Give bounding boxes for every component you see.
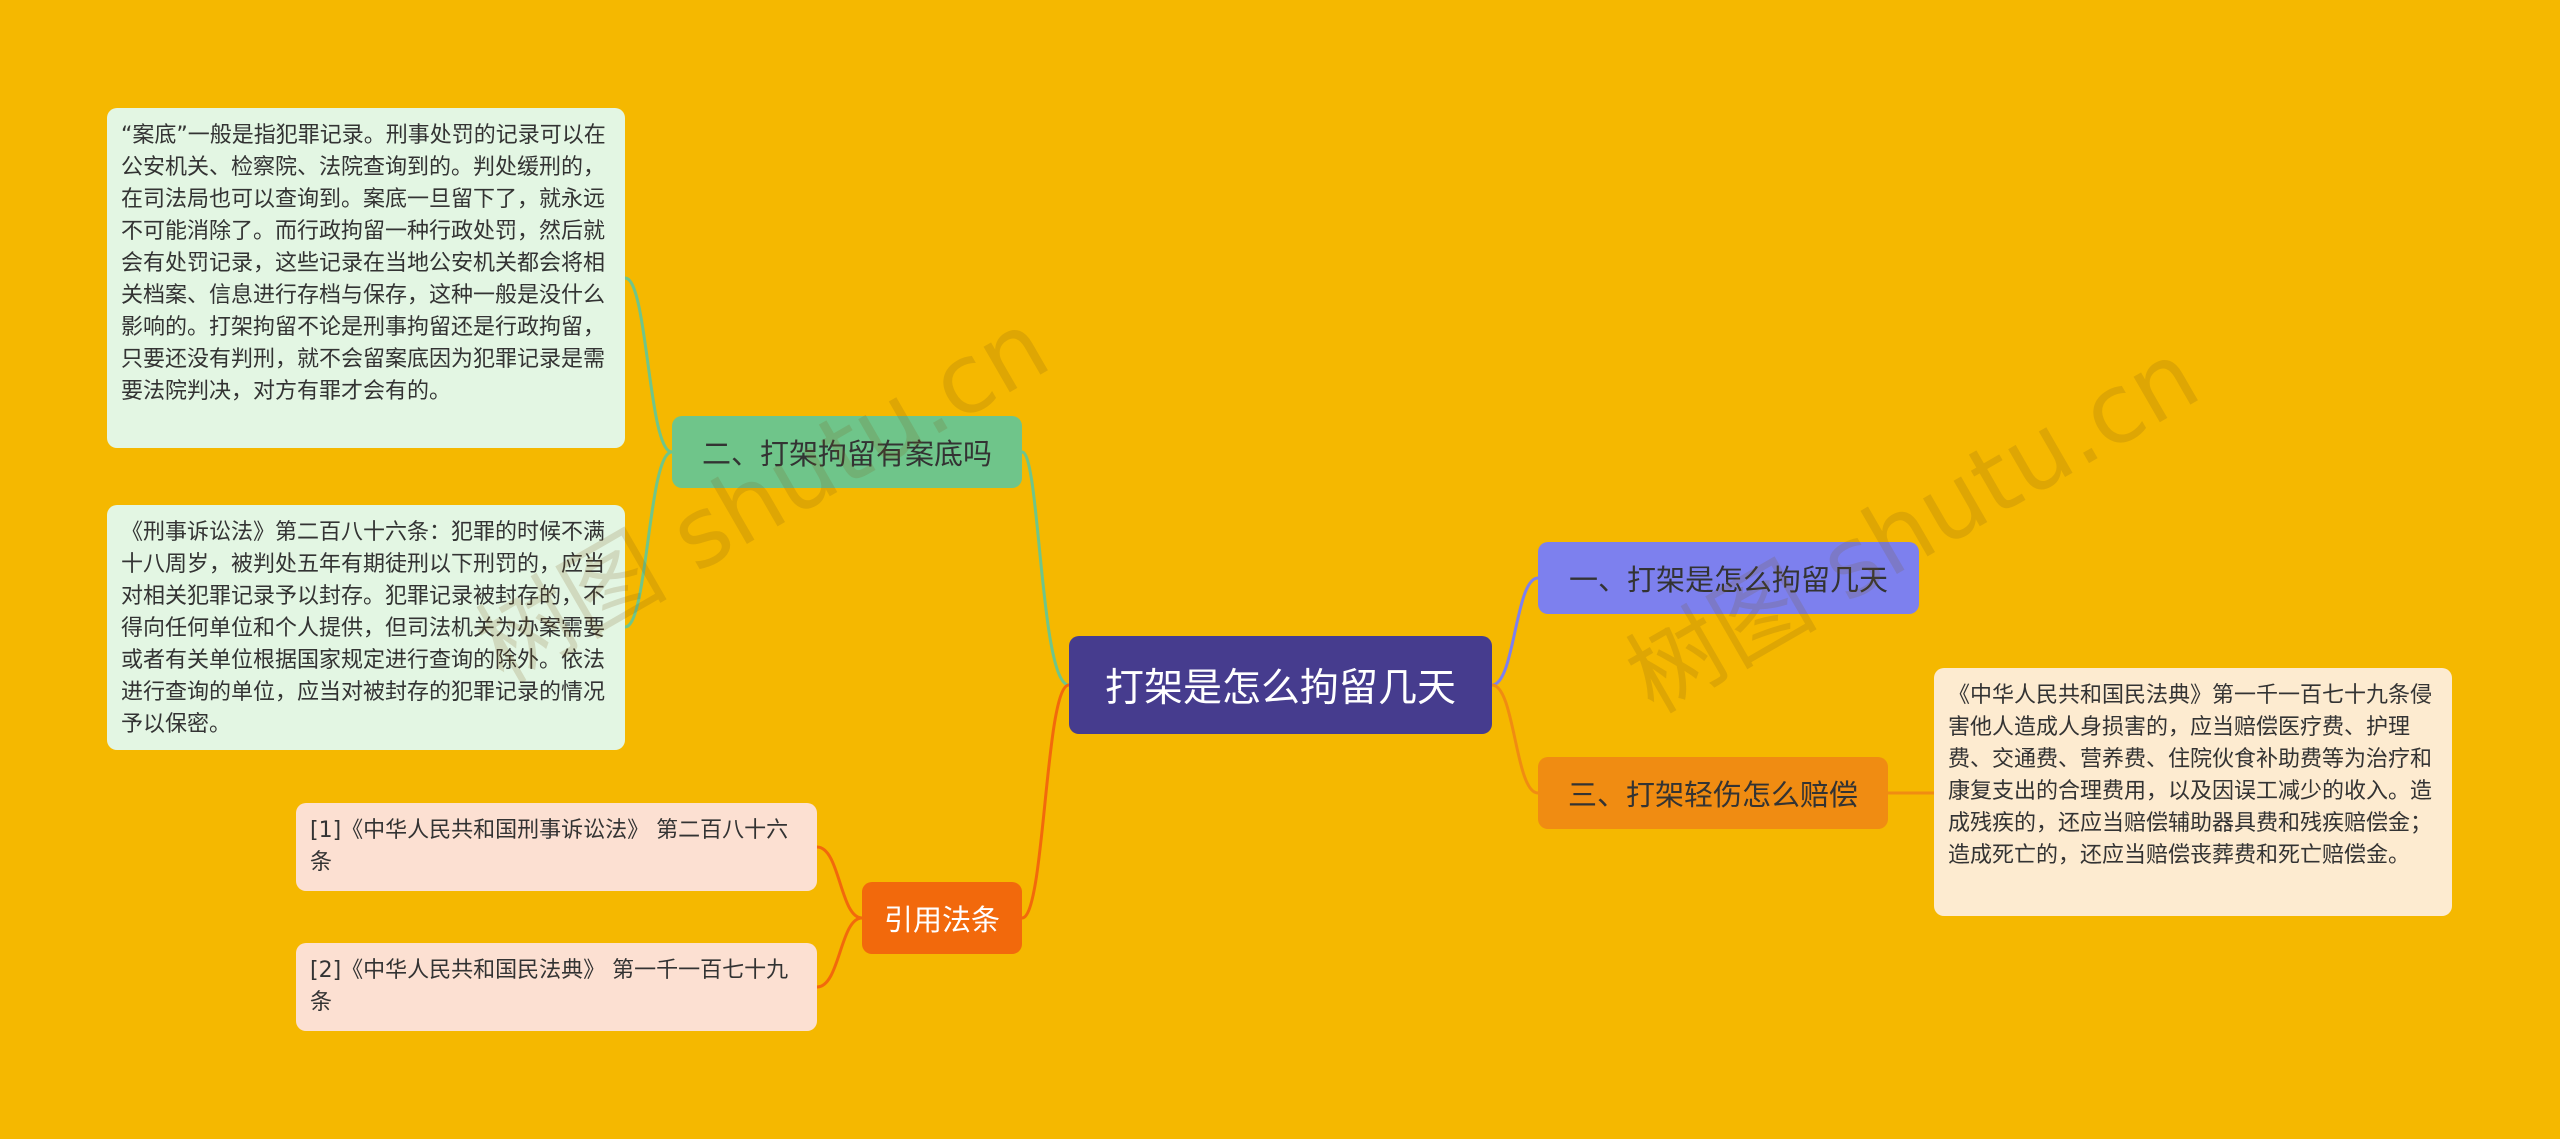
link-cited-laws-to-leaf-2 [816, 916, 863, 989]
link-criminal-record-to-leaf-1 [624, 276, 673, 454]
link-center-to-criminal-record [1020, 450, 1070, 687]
link-center-to-detention-days [1491, 576, 1539, 687]
link-cited-laws-to-leaf-1 [816, 845, 863, 920]
leaf-cited-law-2[interactable]: [2]《中华人民共和国民法典》 第一千一百七十九条 [296, 943, 817, 1031]
branch-detention-days[interactable]: 一、打架是怎么拘留几天 [1538, 542, 1919, 614]
link-center-to-compensation [1491, 683, 1539, 795]
leaf-cited-law-1[interactable]: [1]《中华人民共和国刑事诉讼法》 第二百八十六条 [296, 803, 817, 891]
center-topic[interactable]: 打架是怎么拘留几天 [1069, 636, 1492, 734]
branch-compensation[interactable]: 三、打架轻伤怎么赔偿 [1538, 757, 1888, 829]
leaf-criminal-procedure-law[interactable]: 《刑事诉讼法》第二百八十六条：犯罪的时候不满十八周岁，被判处五年有期徒刑以下刑罚… [107, 505, 625, 750]
link-criminal-record-to-leaf-2 [624, 450, 673, 629]
link-center-to-cited-laws [1021, 683, 1070, 920]
branch-cited-laws[interactable]: 引用法条 [862, 882, 1022, 954]
branch-criminal-record[interactable]: 二、打架拘留有案底吗 [672, 416, 1022, 488]
leaf-civil-code-compensation[interactable]: 《中华人民共和国民法典》第一千一百七十九条侵害他人造成人身损害的，应当赔偿医疗费… [1934, 668, 2452, 916]
leaf-criminal-record-explanation[interactable]: “案底”一般是指犯罪记录。刑事处罚的记录可以在公安机关、检察院、法院查询到的。判… [107, 108, 625, 448]
